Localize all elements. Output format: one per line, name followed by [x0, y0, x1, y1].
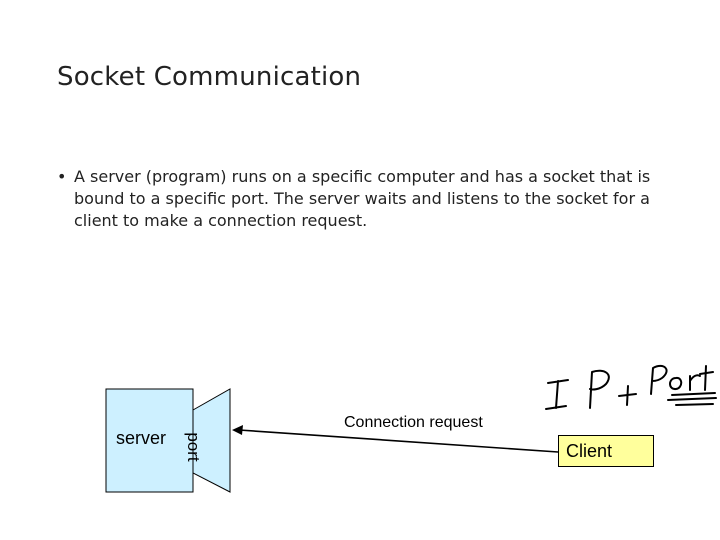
- port-shape: [192, 388, 231, 493]
- client-label: Client: [566, 441, 613, 461]
- connection-line: [238, 429, 559, 453]
- connection-request-label: Connection request: [344, 414, 483, 431]
- client-box: [558, 435, 654, 467]
- connection-arrowhead: [232, 425, 243, 435]
- bullet-text: A server (program) runs on a specific co…: [74, 167, 651, 230]
- bullet-item: • A server (program) runs on a specific …: [57, 166, 687, 232]
- handwritten-ip-port-note: [545, 364, 717, 410]
- server-box: [105, 388, 194, 493]
- port-label: port: [184, 432, 203, 462]
- server-label: server: [116, 428, 167, 448]
- slide-title: Socket Communication: [57, 62, 362, 92]
- bullet-marker: •: [57, 167, 67, 186]
